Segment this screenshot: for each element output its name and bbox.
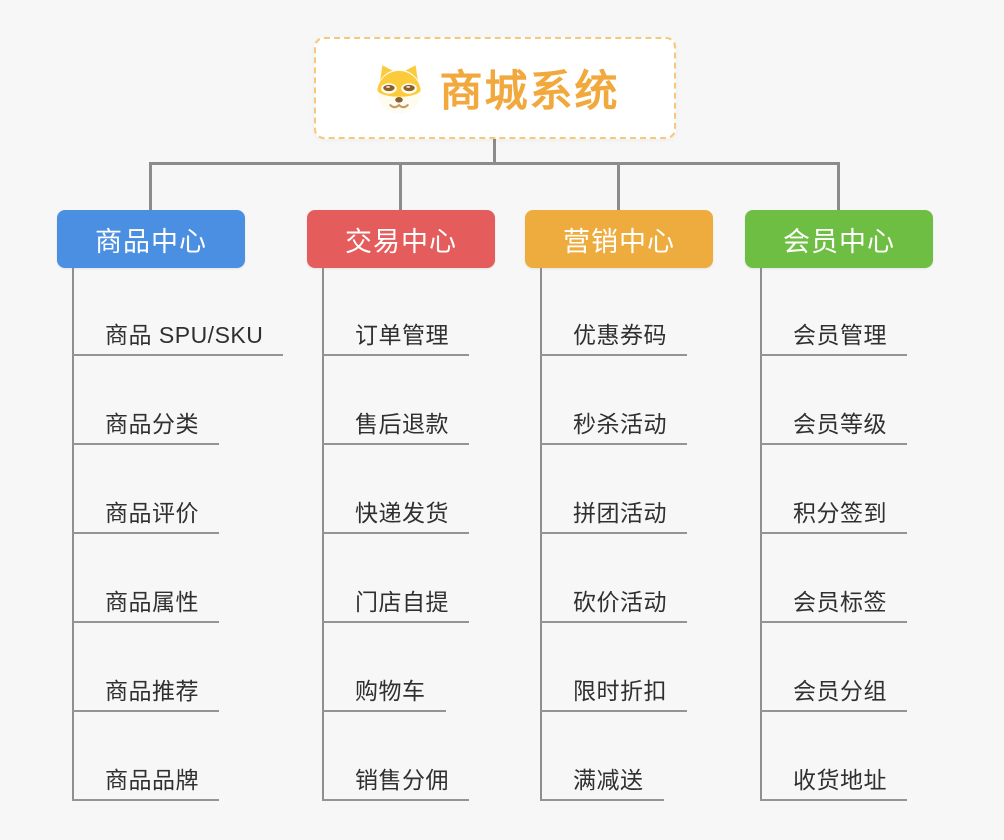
leaf-node[interactable]: 限时折扣 (540, 670, 687, 712)
branch-product-center[interactable]: 商品中心 (57, 210, 245, 268)
leaf-node[interactable]: 商品推荐 (72, 670, 219, 712)
connector-root-stem (493, 139, 496, 164)
leaf-node[interactable]: 订单管理 (322, 314, 469, 356)
leaf-node[interactable]: 会员管理 (760, 314, 907, 356)
leaf-node[interactable]: 商品分类 (72, 403, 219, 445)
leaf-node[interactable]: 购物车 (322, 670, 446, 712)
branch-stem (760, 268, 762, 801)
leaf-node[interactable]: 会员分组 (760, 670, 907, 712)
branch-member-center[interactable]: 会员中心 (745, 210, 933, 268)
branch-stem (322, 268, 324, 801)
branch-marketing-center[interactable]: 营销中心 (525, 210, 713, 268)
shiba-dog-icon (376, 65, 421, 114)
leaf-node[interactable]: 商品评价 (72, 492, 219, 534)
leaf-node[interactable]: 快递发货 (322, 492, 469, 534)
leaf-node[interactable]: 满减送 (540, 759, 664, 801)
leaf-node[interactable]: 拼团活动 (540, 492, 687, 534)
leaf-node[interactable]: 门店自提 (322, 581, 469, 623)
leaf-node[interactable]: 会员标签 (760, 581, 907, 623)
leaf-node[interactable]: 售后退款 (322, 403, 469, 445)
root-title: 商城系统 (439, 68, 620, 116)
branch-column-trade-center: 交易中心 订单管理 售后退款 快递发货 门店自提 购物车 销售分佣 (307, 210, 557, 810)
leaf-node[interactable]: 商品属性 (72, 581, 219, 623)
branch-stem (540, 268, 542, 801)
branch-column-product-center: 商品中心 商品 SPU/SKU 商品分类 商品评价 商品属性 商品推荐 商品品牌 (57, 210, 307, 810)
branch-column-member-center: 会员中心 会员管理 会员等级 积分签到 会员标签 会员分组 收货地址 (745, 210, 995, 810)
leaf-node[interactable]: 商品 SPU/SKU (72, 314, 284, 356)
connector-drop (617, 162, 620, 210)
branch-stem (72, 268, 74, 801)
leaf-node[interactable]: 收货地址 (760, 759, 907, 801)
leaf-node[interactable]: 会员等级 (760, 403, 907, 445)
leaf-node[interactable]: 砍价活动 (540, 581, 687, 623)
connector-drop (837, 162, 840, 210)
leaf-node[interactable]: 商品品牌 (72, 759, 219, 801)
leaf-node[interactable]: 销售分佣 (322, 759, 469, 801)
root-node[interactable]: 商城系统 (314, 37, 676, 139)
branch-column-marketing-center: 营销中心 优惠券码 秒杀活动 拼团活动 砍价活动 限时折扣 满减送 (525, 210, 775, 810)
branch-trade-center[interactable]: 交易中心 (307, 210, 495, 268)
leaf-node[interactable]: 秒杀活动 (540, 403, 687, 445)
connector-spine (149, 162, 840, 165)
leaf-node[interactable]: 优惠券码 (540, 314, 687, 356)
connector-drop (399, 162, 402, 210)
connector-drop (149, 162, 152, 210)
leaf-node[interactable]: 积分签到 (760, 492, 907, 534)
